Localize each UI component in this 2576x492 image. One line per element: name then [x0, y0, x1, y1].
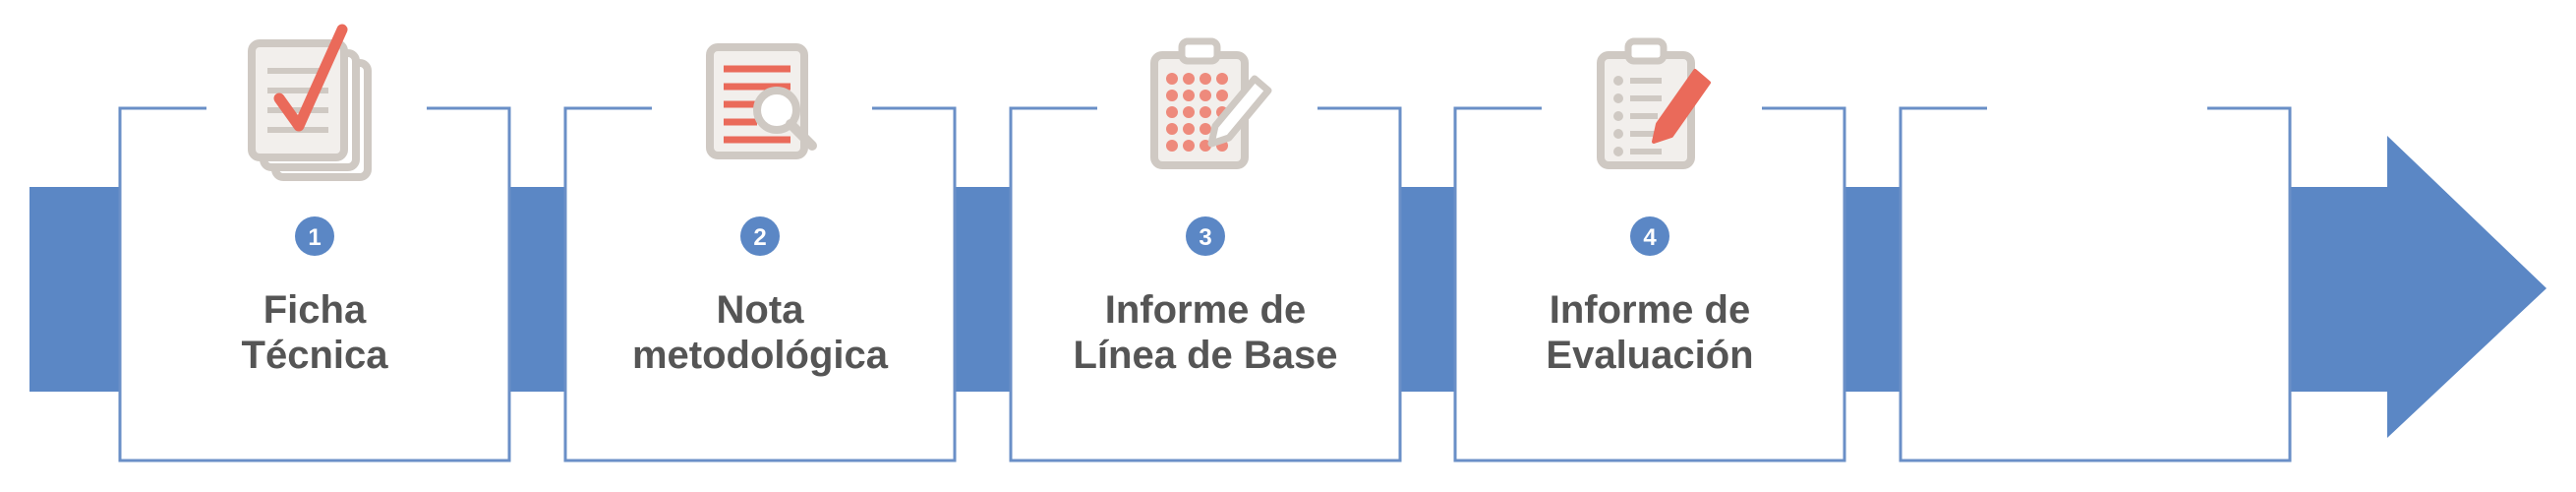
grid-dot [1200, 123, 1211, 135]
grid-dot [1183, 140, 1195, 152]
document-magnifier-icon [706, 43, 817, 159]
step-label-4-line2: Evaluación [1546, 334, 1753, 377]
step-badge-4: 4 [1630, 216, 1669, 256]
grid-dot [1200, 73, 1211, 85]
documents-check-icon [248, 24, 372, 181]
step-label-2-line2: metodológica [632, 334, 889, 377]
grid-dot [1166, 90, 1178, 101]
grid-dot [1183, 90, 1195, 101]
step-badge-1: 1 [295, 216, 334, 256]
grid-dot [1216, 73, 1228, 85]
step-label-2-line1: Nota [717, 288, 805, 332]
step-number-4: 4 [1643, 224, 1657, 251]
step-badge-2: 2 [740, 216, 780, 256]
grid-dot [1183, 123, 1195, 135]
step-badge-3: 3 [1186, 216, 1225, 256]
clipboard-list-pencil-icon [1597, 37, 1711, 169]
step-label-3-line1: Informe de [1105, 288, 1306, 332]
grid-dot [1166, 73, 1178, 85]
grid-dot [1183, 106, 1195, 118]
arrow-head [2387, 136, 2547, 438]
grid-dot [1166, 140, 1178, 152]
grid-dot [1216, 90, 1228, 101]
step-label-4-line1: Informe de [1550, 288, 1750, 332]
step-box-4 [1453, 98, 1846, 462]
step-number-3: 3 [1199, 224, 1211, 251]
clipboard-grid-pencil-icon [1150, 37, 1272, 169]
step-box-5 [1899, 98, 2292, 462]
grid-dot [1183, 73, 1195, 85]
grid-dot [1200, 90, 1211, 101]
grid-dot [1166, 106, 1178, 118]
step-number-1: 1 [308, 224, 321, 251]
step-label-1-line1: Ficha [263, 288, 367, 332]
step-label-3-line2: Línea de Base [1073, 334, 1337, 377]
step-label-1-line2: Técnica [242, 334, 389, 377]
grid-dot [1166, 123, 1178, 135]
grid-dot [1200, 106, 1211, 118]
step-number-2: 2 [753, 224, 766, 251]
